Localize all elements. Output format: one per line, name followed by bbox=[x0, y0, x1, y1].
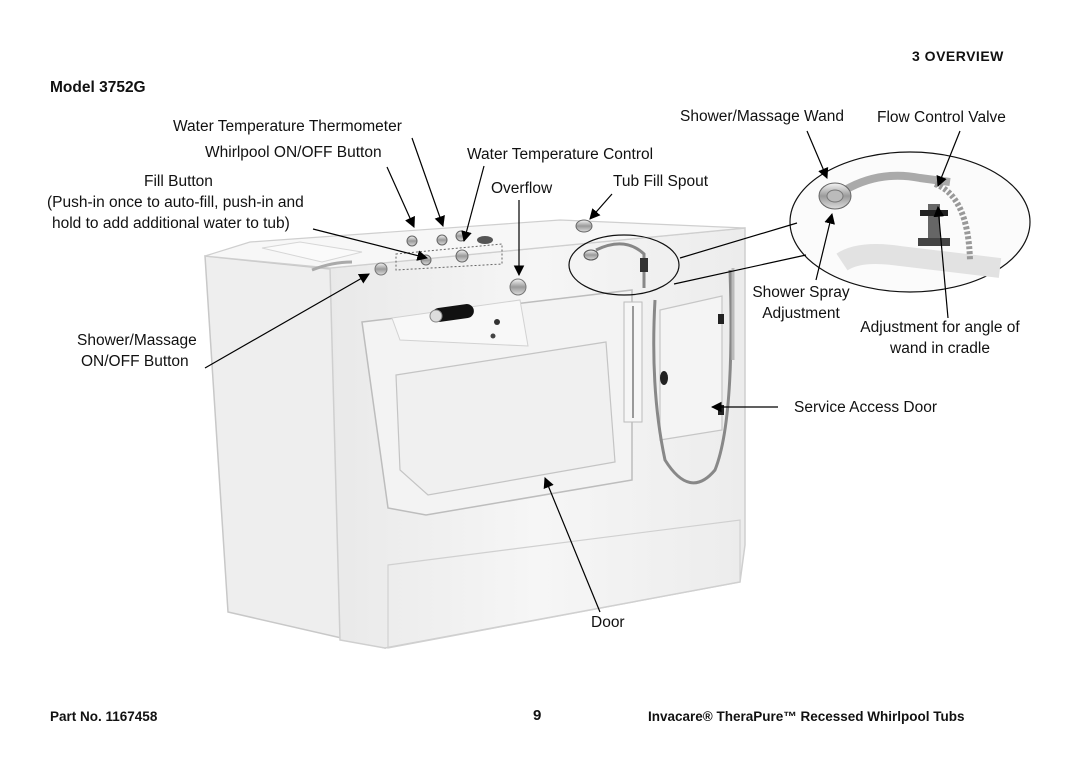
label-overflow: Overflow bbox=[491, 180, 553, 197]
shower-zoom-large bbox=[789, 151, 1031, 293]
label-whirlpool-button: Whirlpool ON/OFF Button bbox=[205, 144, 382, 161]
section-header: 3 OVERVIEW bbox=[912, 48, 1004, 64]
label-thermometer: Water Temperature Thermometer bbox=[173, 118, 402, 135]
footer-product-title: Invacare® TheraPure™ Recessed Whirlpool … bbox=[648, 709, 965, 724]
label-service-door: Service Access Door bbox=[794, 399, 937, 416]
label-spray-adjust-line1: Shower Spray bbox=[752, 284, 850, 301]
label-fill-button-line1: (Push-in once to auto-fill, push-in and bbox=[47, 194, 304, 211]
label-tub-fill-spout: Tub Fill Spout bbox=[613, 173, 709, 190]
label-shower-wand: Shower/Massage Wand bbox=[680, 108, 844, 125]
label-shower-button-line2: ON/OFF Button bbox=[81, 353, 189, 370]
label-temperature-control: Water Temperature Control bbox=[467, 146, 654, 163]
footer-page-number: 9 bbox=[533, 707, 542, 724]
label-spray-adjust-line2: Adjustment bbox=[762, 305, 840, 322]
leader-lines bbox=[204, 130, 961, 613]
service-door-panel bbox=[623, 268, 735, 485]
model-title: Model 3752G bbox=[50, 79, 146, 96]
deck-controls bbox=[374, 219, 593, 296]
footer-part-number: Part No. 1167458 bbox=[50, 709, 158, 724]
label-fill-button-line2: hold to add additional water to tub) bbox=[52, 215, 290, 232]
label-door: Door bbox=[591, 614, 625, 631]
label-fill-button-title: Fill Button bbox=[144, 173, 213, 190]
label-shower-button-line1: Shower/Massage bbox=[77, 332, 197, 349]
label-angle-adjust-line2: wand in cradle bbox=[890, 340, 990, 357]
label-flow-control: Flow Control Valve bbox=[877, 109, 1006, 126]
door-panel bbox=[361, 289, 633, 516]
shower-zoom-small bbox=[568, 234, 680, 296]
label-angle-adjust-line1: Adjustment for angle of bbox=[860, 319, 1020, 336]
